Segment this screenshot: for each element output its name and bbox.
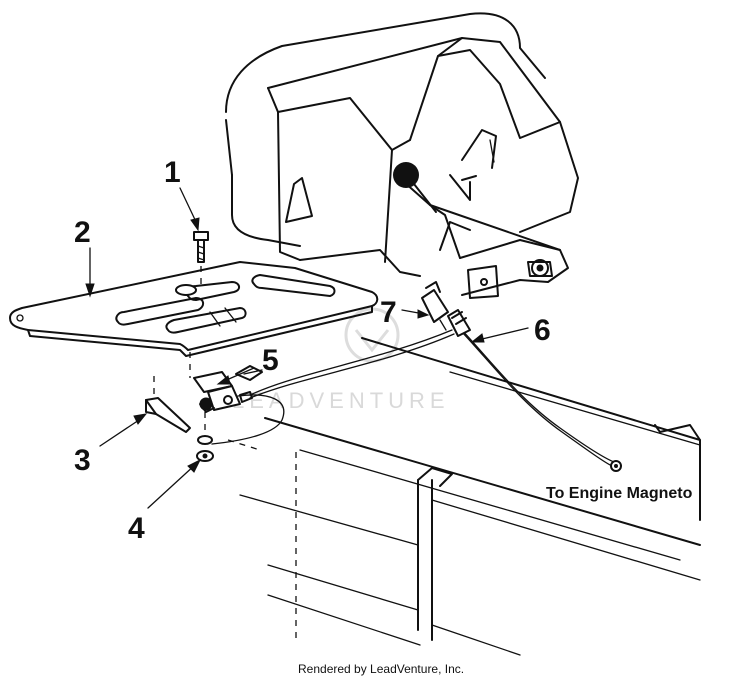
seat-switch: [189, 352, 253, 462]
callout-3: 3: [74, 444, 91, 477]
callout-7: 7: [380, 296, 397, 329]
callout-5: 5: [262, 344, 279, 377]
footer-credit: Rendered by LeadVenture, Inc.: [298, 662, 464, 676]
tractor-frame: [227, 337, 701, 656]
callout-1: 1: [164, 156, 181, 189]
callout-6: 6: [534, 314, 551, 347]
leader-lines: [85, 187, 529, 509]
watermark-text: LEADVENTURE: [232, 388, 450, 413]
seat: [225, 12, 579, 299]
wiring-harness: [211, 327, 622, 472]
magneto-annotation: To Engine Magneto: [546, 485, 693, 502]
harness-connector: [421, 281, 471, 337]
seat-plate: [9, 261, 379, 357]
callout-2: 2: [74, 216, 91, 249]
callout-4: 4: [128, 512, 145, 545]
wire-clip: [145, 376, 191, 433]
bolt: [193, 231, 209, 285]
seat-adjust-lever: [393, 162, 437, 213]
